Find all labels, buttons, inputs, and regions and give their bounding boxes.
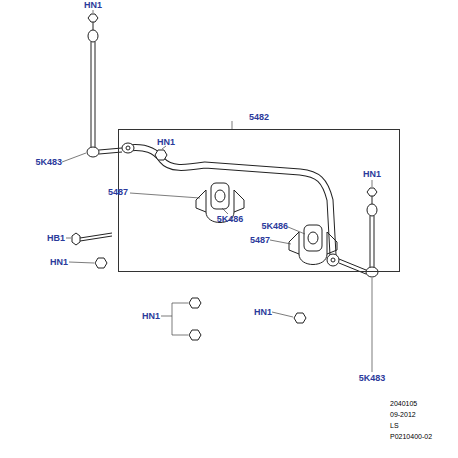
callout-number: HN1: [254, 308, 272, 317]
callout-number: 5482: [249, 113, 269, 122]
callout-number: HB1: [47, 234, 65, 243]
callout-number: 5K486: [217, 215, 244, 224]
callout-number: HN1: [50, 258, 68, 267]
callout-number: 5487: [250, 236, 270, 245]
assembly-frame: 5482: [118, 129, 400, 272]
callout-number: 5487: [108, 188, 128, 197]
drawing-code: 2040105: [390, 400, 417, 407]
drawing-code: P0210400-02: [390, 433, 432, 440]
callout-number: HN1: [363, 170, 381, 179]
callout-number: 5K483: [359, 374, 386, 383]
callout-number: 5K486: [261, 222, 288, 231]
callout-number: HN1: [142, 312, 160, 321]
drawing-code: LS: [390, 422, 399, 429]
callout-number: HN1: [157, 138, 175, 147]
callout-number: 5K483: [35, 158, 62, 167]
callout-number: HN1: [84, 1, 102, 10]
drawing-code: 09-2012: [390, 411, 416, 418]
